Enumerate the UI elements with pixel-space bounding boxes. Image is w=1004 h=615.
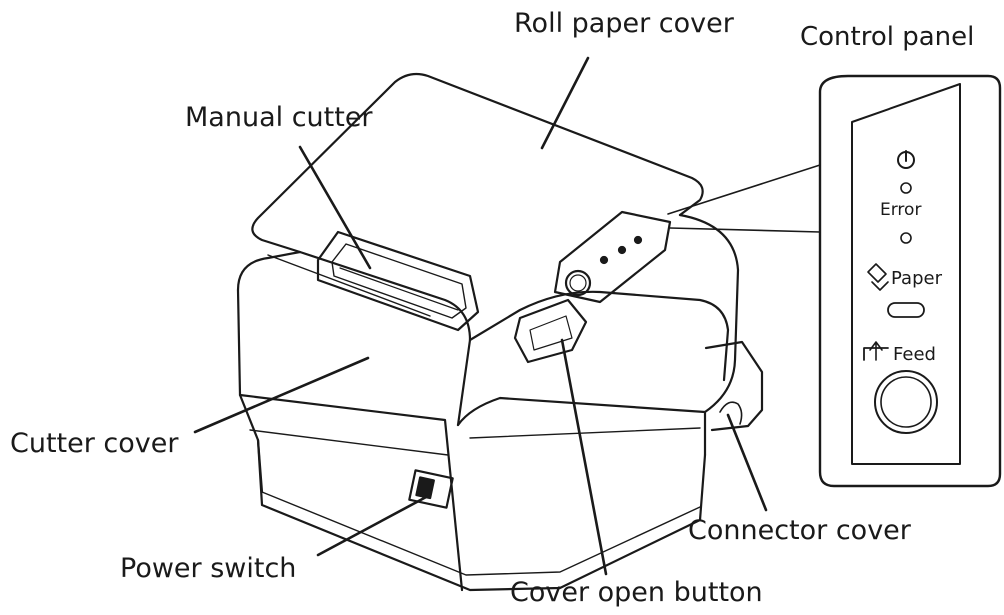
label-cover-open-button: Cover open button [510,577,763,608]
leader-roll-paper-cover [540,56,590,150]
printer-front-lower [238,393,464,592]
leader-manual-cutter [298,145,372,270]
printer-right-side [678,213,740,457]
printer-panel-led-2 [617,245,627,255]
feed-button-outer [874,370,938,434]
connector-cover-notch [719,401,743,425]
panel-face [851,83,961,465]
printer-panel-led-1 [599,255,609,265]
leader-cover-open-button [560,338,608,576]
label-power-switch: Power switch [120,553,297,584]
power-led [900,182,912,194]
callout-frame [818,74,1002,488]
label-control-panel: Control panel [800,22,975,52]
printer-panel-button [564,269,592,297]
roll-paper-cover-shape [251,72,704,254]
manual-cutter-shape [316,230,480,332]
printer-right-lower-edge [469,427,701,439]
panel-label-feed: Feed [893,344,936,365]
paper-led [887,302,925,318]
leader-power-switch [316,494,430,557]
label-roll-paper-cover: Roll paper cover [514,8,734,39]
error-led [900,232,912,244]
leader-connector-cover [726,413,768,512]
label-manual-cutter: Manual cutter [185,102,373,133]
printer-base [256,438,707,592]
leader-lines [193,56,768,576]
feed-icon [863,341,889,361]
manual-cutter-blade [339,267,459,311]
panel-label-paper: Paper [891,268,942,289]
connector-cover-shape [704,340,764,432]
manual-cutter-inner [331,243,467,319]
cutter-cover-shape [236,250,472,427]
leader-cutter-cover [193,356,370,434]
printer-left-side [236,288,264,494]
power-icon [897,150,915,169]
panel-label-error: Error [880,200,922,220]
printer-right-lower [456,396,707,427]
callout-line-bottom [669,227,821,233]
cover-open-button-shape [513,298,588,364]
roll-paper-cover-edge [267,254,431,317]
cover-open-button-inner [529,315,573,351]
printer-panel-led-3 [633,235,643,245]
control-panel-callout [667,74,1002,488]
label-cutter-cover: Cutter cover [10,428,179,459]
callout-line-top [667,164,821,215]
power-switch-shape [408,469,454,509]
printer-panel-button-inner [569,274,587,292]
power-switch-toggle [415,476,435,500]
feed-button-inner [880,376,932,428]
label-connector-cover: Connector cover [688,515,911,546]
printer-base-edge [261,491,701,576]
printer-right-inner [468,290,730,382]
paper-icon [867,263,889,291]
printer-front-seam [249,429,449,456]
printer-panel-strip [553,210,672,304]
printer [236,72,764,592]
